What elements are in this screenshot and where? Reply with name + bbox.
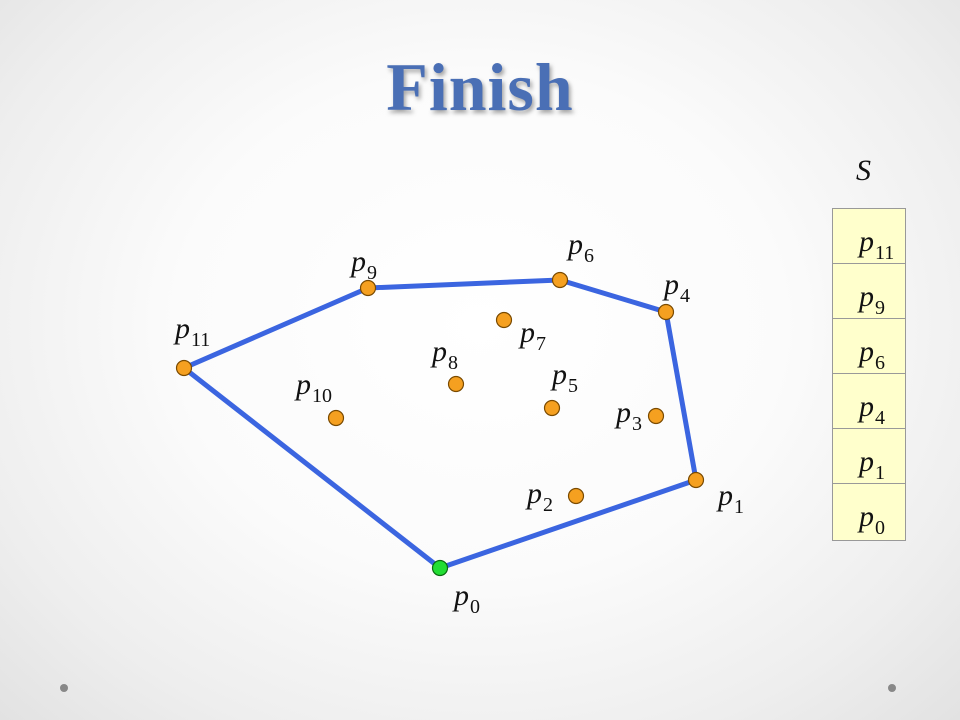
stack-item: p11 <box>859 225 895 264</box>
stack-item: p0 <box>859 500 885 539</box>
point-label-p11: p11 <box>175 312 211 351</box>
point-label-p7: p7 <box>520 316 546 355</box>
point-label-p4: p4 <box>664 268 690 307</box>
hull-edge-p4-p6 <box>557 277 669 315</box>
point-label-p2: p2 <box>527 477 553 516</box>
hull-edge-p9-p11 <box>181 285 371 371</box>
point-label-p0: p0 <box>454 579 480 618</box>
point-label-p1: p1 <box>718 479 744 518</box>
point-p3 <box>647 407 665 425</box>
point-p11 <box>175 359 193 377</box>
point-label-p9: p9 <box>351 245 377 284</box>
point-label-p5: p5 <box>552 358 578 397</box>
stack-cell: p4 <box>833 374 905 429</box>
point-p2 <box>567 487 585 505</box>
point-p1 <box>687 471 705 489</box>
stack-name: S <box>856 154 871 187</box>
stack-cell: p6 <box>833 319 905 374</box>
hull-edge-p1-p4 <box>663 309 699 483</box>
point-p0 <box>431 559 449 577</box>
slide-corner-dot-right <box>888 684 896 692</box>
stack-cell: p11 <box>833 209 905 264</box>
point-label-p8: p8 <box>432 335 458 374</box>
stack-item: p9 <box>859 280 885 319</box>
stack-item: p6 <box>859 335 885 374</box>
hull-edge-p0-p1 <box>437 477 699 571</box>
point-label-p3: p3 <box>616 396 642 435</box>
hull-edge-p6-p9 <box>365 277 563 291</box>
points <box>175 271 705 577</box>
hull-edges <box>181 277 699 571</box>
point-p5 <box>543 399 561 417</box>
slide-title: Finish <box>386 49 574 125</box>
slide-corner-dot-left <box>60 684 68 692</box>
point-p6 <box>551 271 569 289</box>
point-label-p6: p6 <box>568 228 594 267</box>
stack-s: p11 p9 p6 p4 p1 p0 <box>832 208 906 541</box>
stack-cell: p1 <box>833 429 905 484</box>
stack-item: p4 <box>859 390 885 429</box>
point-p9 <box>359 279 377 297</box>
stack-cell: p0 <box>833 484 905 540</box>
point-p10 <box>327 409 345 427</box>
stack-cell: p9 <box>833 264 905 319</box>
point-p4 <box>657 303 675 321</box>
point-label-p10: p10 <box>296 368 332 407</box>
point-p7 <box>495 311 513 329</box>
hull-edge-p11-p0 <box>181 365 443 571</box>
point-p8 <box>447 375 465 393</box>
stack-item: p1 <box>859 445 885 484</box>
